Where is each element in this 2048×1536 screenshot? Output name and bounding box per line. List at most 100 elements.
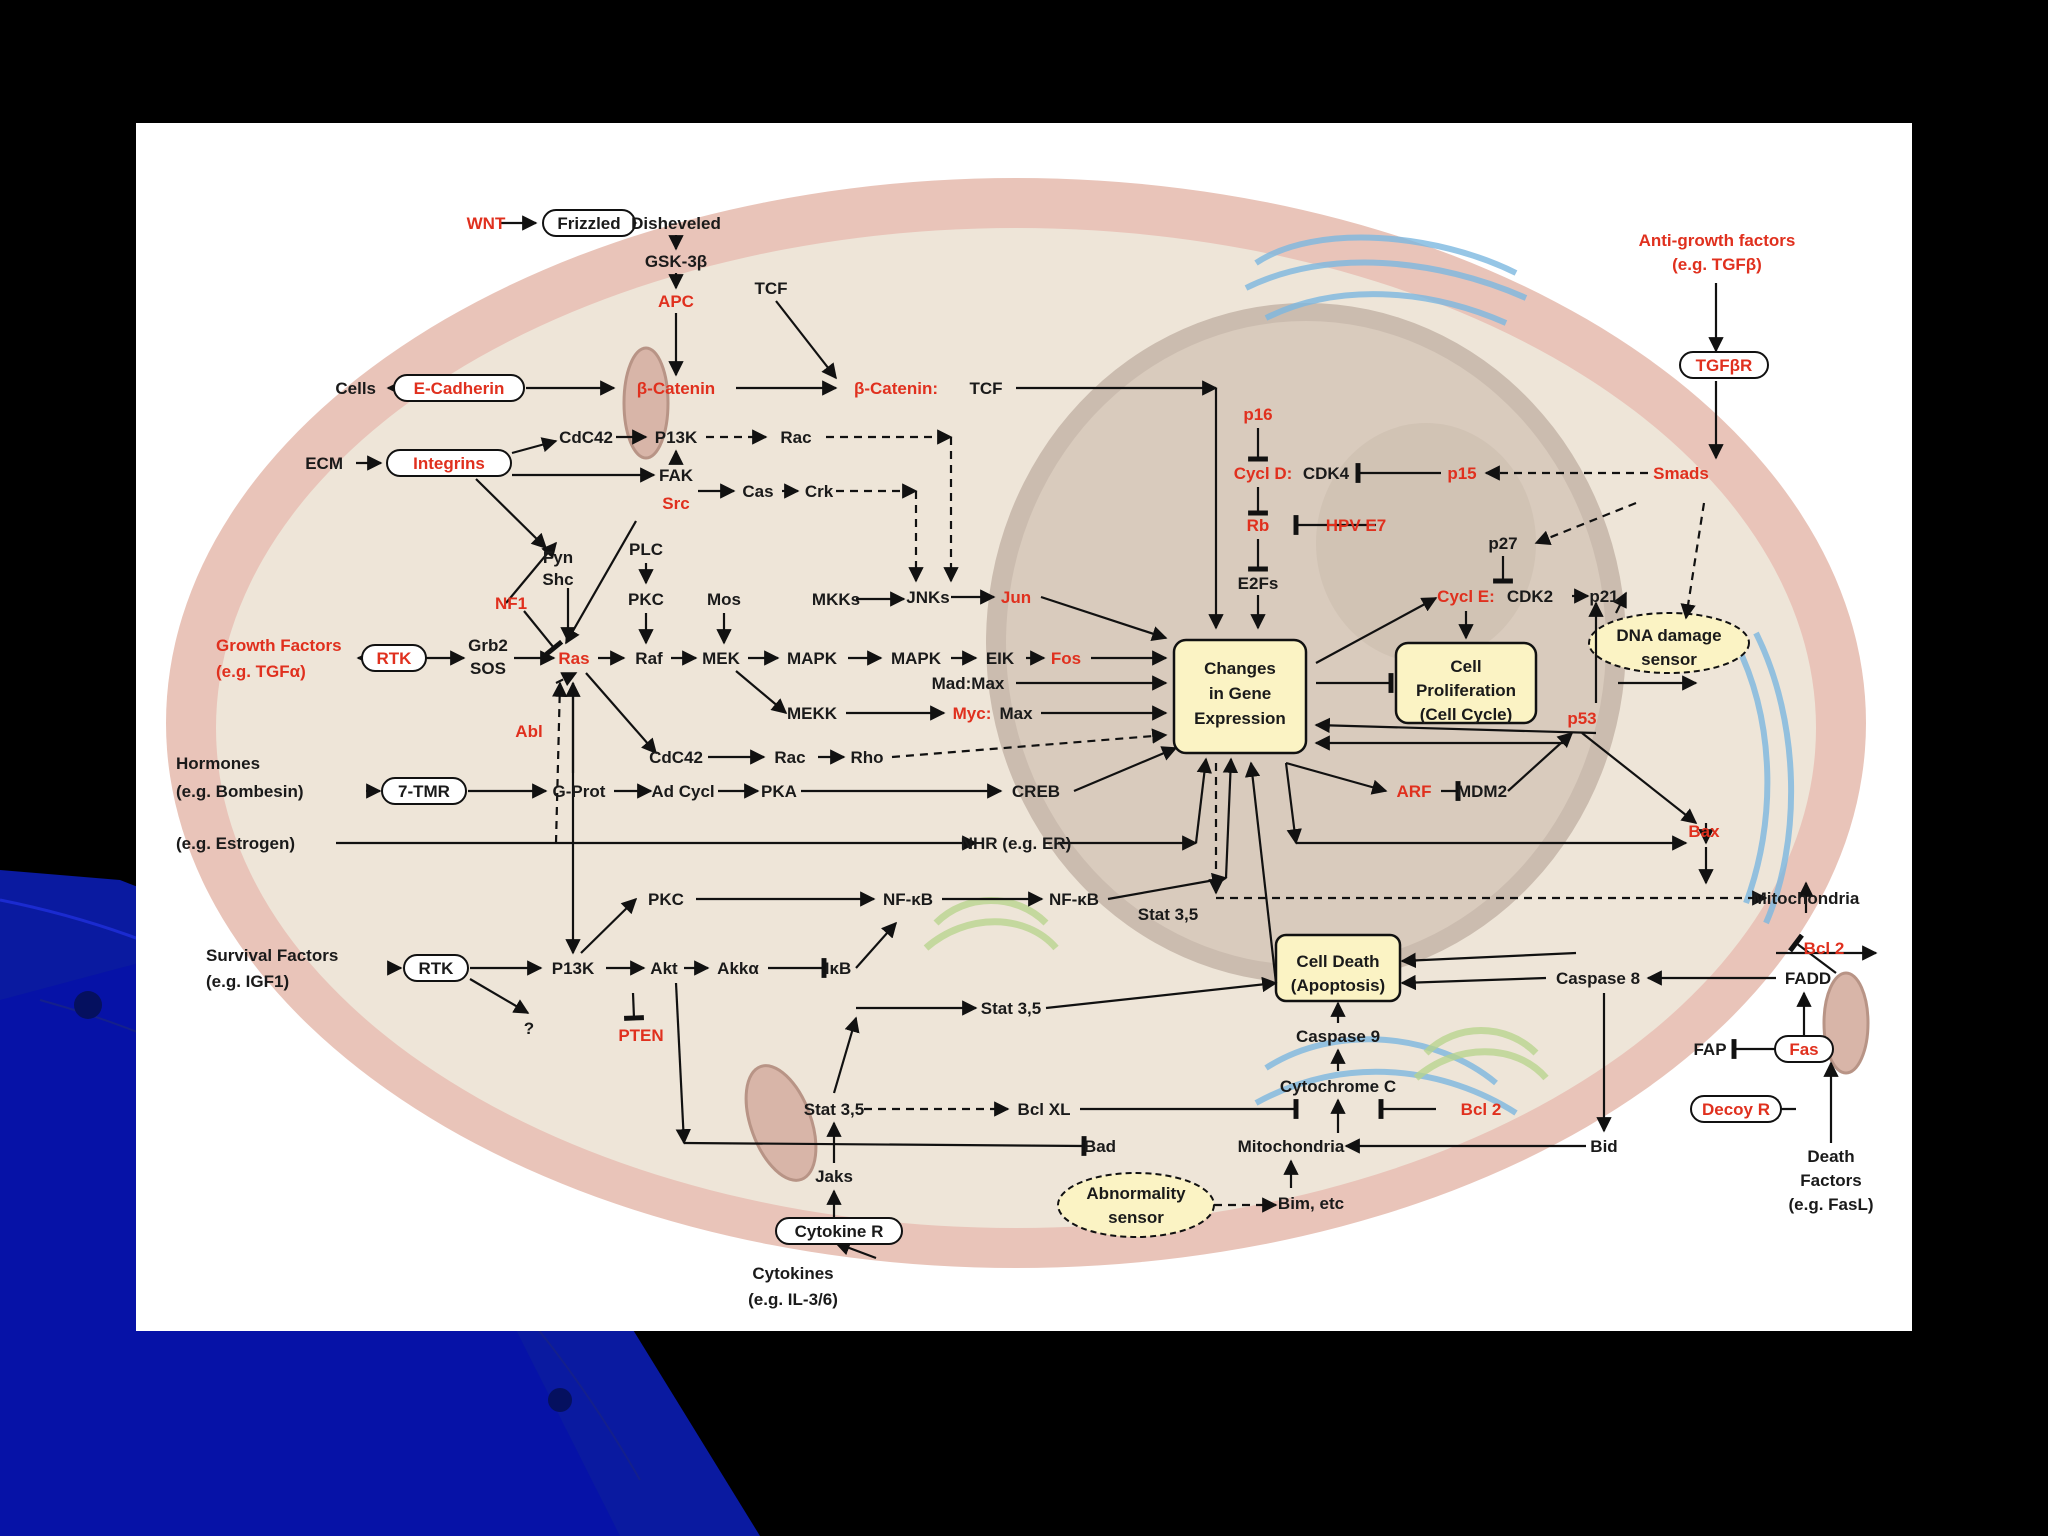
node-pi3k-low: P13K (552, 959, 595, 978)
cell-death-box (1274, 933, 1402, 1003)
node-tgfbr: TGFβR (1696, 356, 1753, 375)
gene-expression-box (1172, 638, 1308, 755)
node-pka: PKA (761, 782, 797, 801)
pathway-edge (1788, 933, 1837, 974)
node-frizzled: Frizzled (557, 214, 620, 233)
node-mkks: MKKs (812, 590, 860, 609)
node-hormones: Hormones (176, 754, 260, 773)
pathway-edge (1194, 757, 1213, 844)
cell-proliferation-box (1394, 641, 1538, 725)
node-rb: Rb (1247, 516, 1270, 535)
node-casp9: Caspase 9 (1296, 1027, 1380, 1046)
node-fadd: FADD (1785, 969, 1831, 988)
receptor-pill (1690, 1095, 1782, 1123)
pathway-edge (469, 978, 530, 1014)
node-df1: Death (1807, 1147, 1854, 1166)
mitochondrion (744, 1064, 818, 1182)
pathway-edge (834, 1240, 877, 1260)
node-prolif3: (Cell Cycle) (1420, 705, 1513, 724)
node-prolif2: Proliferation (1416, 681, 1516, 700)
pathway-edge (511, 437, 558, 455)
node-jaks: Jaks (815, 1167, 853, 1186)
node-bax: Bax (1688, 822, 1720, 841)
node-arf: ARF (1397, 782, 1432, 801)
swoosh-dot (74, 991, 102, 1019)
node-fas: Fas (1789, 1040, 1818, 1059)
node-e2fs: E2Fs (1238, 574, 1279, 593)
pathway-edge (1285, 761, 1388, 795)
receptor-pill (386, 449, 512, 477)
pathway-edge (523, 610, 564, 657)
node-adcycl: Ad Cycl (651, 782, 714, 801)
node-p53: p53 (1567, 709, 1596, 728)
node-ecadherin: E-Cadherin (414, 379, 505, 398)
pathway-edge (1534, 501, 1637, 546)
pathway-edge (1045, 976, 1278, 1010)
node-cycld-b: CDK4 (1303, 464, 1350, 483)
node-pten: PTEN (618, 1026, 663, 1045)
golgi (923, 897, 1549, 1081)
node-plc: PLC (629, 540, 663, 559)
pathway-edge (1581, 732, 1698, 824)
pathway-edge (775, 300, 837, 380)
pathway-edges (336, 215, 1878, 1260)
node-fos: Fos (1051, 649, 1081, 668)
node-abnorm1: Abnormality (1086, 1184, 1186, 1203)
node-ecm: ECM (305, 454, 343, 473)
node-cytc: Cytochrome C (1280, 1077, 1396, 1096)
node-madmax: Mad:Max (932, 674, 1005, 693)
receptor-pill (1679, 351, 1769, 379)
node-cycle-b: CDK2 (1507, 587, 1553, 606)
node-cells: Cells (335, 379, 376, 398)
pathway-edge (1107, 872, 1228, 901)
node-stat35-b: Stat 3,5 (981, 999, 1041, 1018)
node-casp8: Caspase 8 (1556, 969, 1640, 988)
node-rtk1: RTK (377, 649, 413, 668)
node-elk: EIK (986, 649, 1015, 668)
pathway-edge (891, 728, 1168, 759)
node-pi3k-top: P13K (655, 428, 698, 447)
node-bombesin: (e.g. Bombesin) (176, 782, 304, 801)
endoplasmic-reticulum (1244, 234, 1795, 1116)
pathway-edge (1244, 761, 1278, 984)
node-fap: FAP (1693, 1040, 1726, 1059)
pathway-edge (551, 681, 568, 844)
node-nfkb1: NF-κB (883, 890, 933, 909)
node-smads: Smads (1653, 464, 1709, 483)
node-abnorm2: sensor (1108, 1208, 1164, 1227)
pathway-edge (1284, 762, 1302, 845)
node-estrogen: (e.g. Estrogen) (176, 834, 295, 853)
node-hpve7: HPV E7 (1326, 516, 1386, 535)
pathway-edge (1222, 757, 1239, 879)
node-prolif1: Cell (1450, 657, 1481, 676)
node-bclxl: Bcl XL (1018, 1100, 1071, 1119)
node-bim: Bim, etc (1278, 1194, 1344, 1213)
node-mekk: MEKK (787, 704, 838, 723)
node-decoyr: Decoy R (1702, 1100, 1770, 1119)
node-cyto1: Cytokines (752, 1264, 833, 1283)
pathway-edge (555, 672, 578, 687)
node-qmark: ? (524, 1019, 534, 1038)
pathway-edge (1315, 597, 1438, 664)
node-jun: Jun (1001, 588, 1031, 607)
node-mito-low: Mitochondria (1238, 1137, 1345, 1156)
pathway-edge (585, 672, 658, 755)
node-cycld-a: Cycl D: (1234, 464, 1293, 483)
node-bid: Bid (1590, 1137, 1617, 1156)
node-rtk2: RTK (419, 959, 455, 978)
node-akka: Akkα (717, 959, 759, 978)
node-tcf: TCF (754, 279, 787, 298)
node-agf2: (e.g. TGFβ) (1672, 255, 1762, 274)
node-p27: p27 (1488, 534, 1517, 553)
node-disheveled: Disheveled (631, 214, 721, 233)
node-mek: MEK (702, 649, 741, 668)
node-bcatenin-tcf-a: β-Catenin: (854, 379, 938, 398)
receptor-pill (542, 209, 636, 237)
pathway-edge (624, 992, 644, 1021)
node-akt: Akt (650, 959, 678, 978)
pathway-edge (1507, 731, 1574, 792)
node-raf: Raf (635, 649, 663, 668)
